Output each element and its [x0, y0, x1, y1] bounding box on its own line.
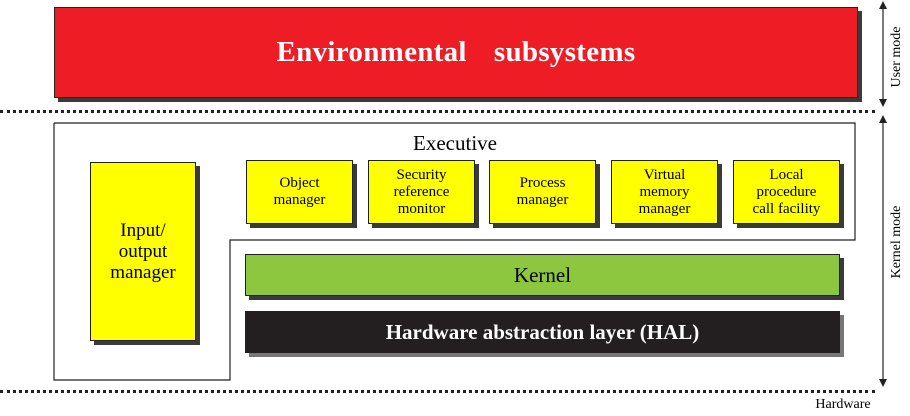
- user-kernel-boundary: [0, 110, 875, 113]
- user-mode-label: User mode: [889, 26, 904, 88]
- environmental-subsystems-label: Environmental subsystems: [276, 36, 636, 68]
- executive-title: Executive: [413, 131, 497, 155]
- local-procedure-call-facility-box: Local procedure call facility: [733, 160, 840, 224]
- environmental-subsystems-box: Environmental subsystems: [54, 7, 858, 98]
- security-reference-monitor-box: Security reference monitor: [368, 160, 475, 224]
- object-manager-box: Object manager: [246, 160, 353, 224]
- kernel-mode-arrow: [879, 115, 887, 387]
- process-manager-box: Process manager: [489, 160, 596, 224]
- user-mode-arrow: [879, 1, 887, 107]
- kernel-hardware-boundary: [0, 390, 875, 393]
- hal-box: Hardware abstraction layer (HAL): [245, 311, 840, 353]
- hal-label: Hardware abstraction layer (HAL): [385, 319, 700, 344]
- kernel-box: Kernel: [245, 254, 840, 296]
- kernel-mode-label: Kernel mode: [889, 205, 904, 279]
- io-manager-box: Input/ output manager: [90, 162, 196, 341]
- hardware-label: Hardware: [815, 397, 871, 412]
- virtual-memory-manager-box: Virtual memory manager: [611, 160, 718, 224]
- kernel-label: Kernel: [513, 262, 572, 287]
